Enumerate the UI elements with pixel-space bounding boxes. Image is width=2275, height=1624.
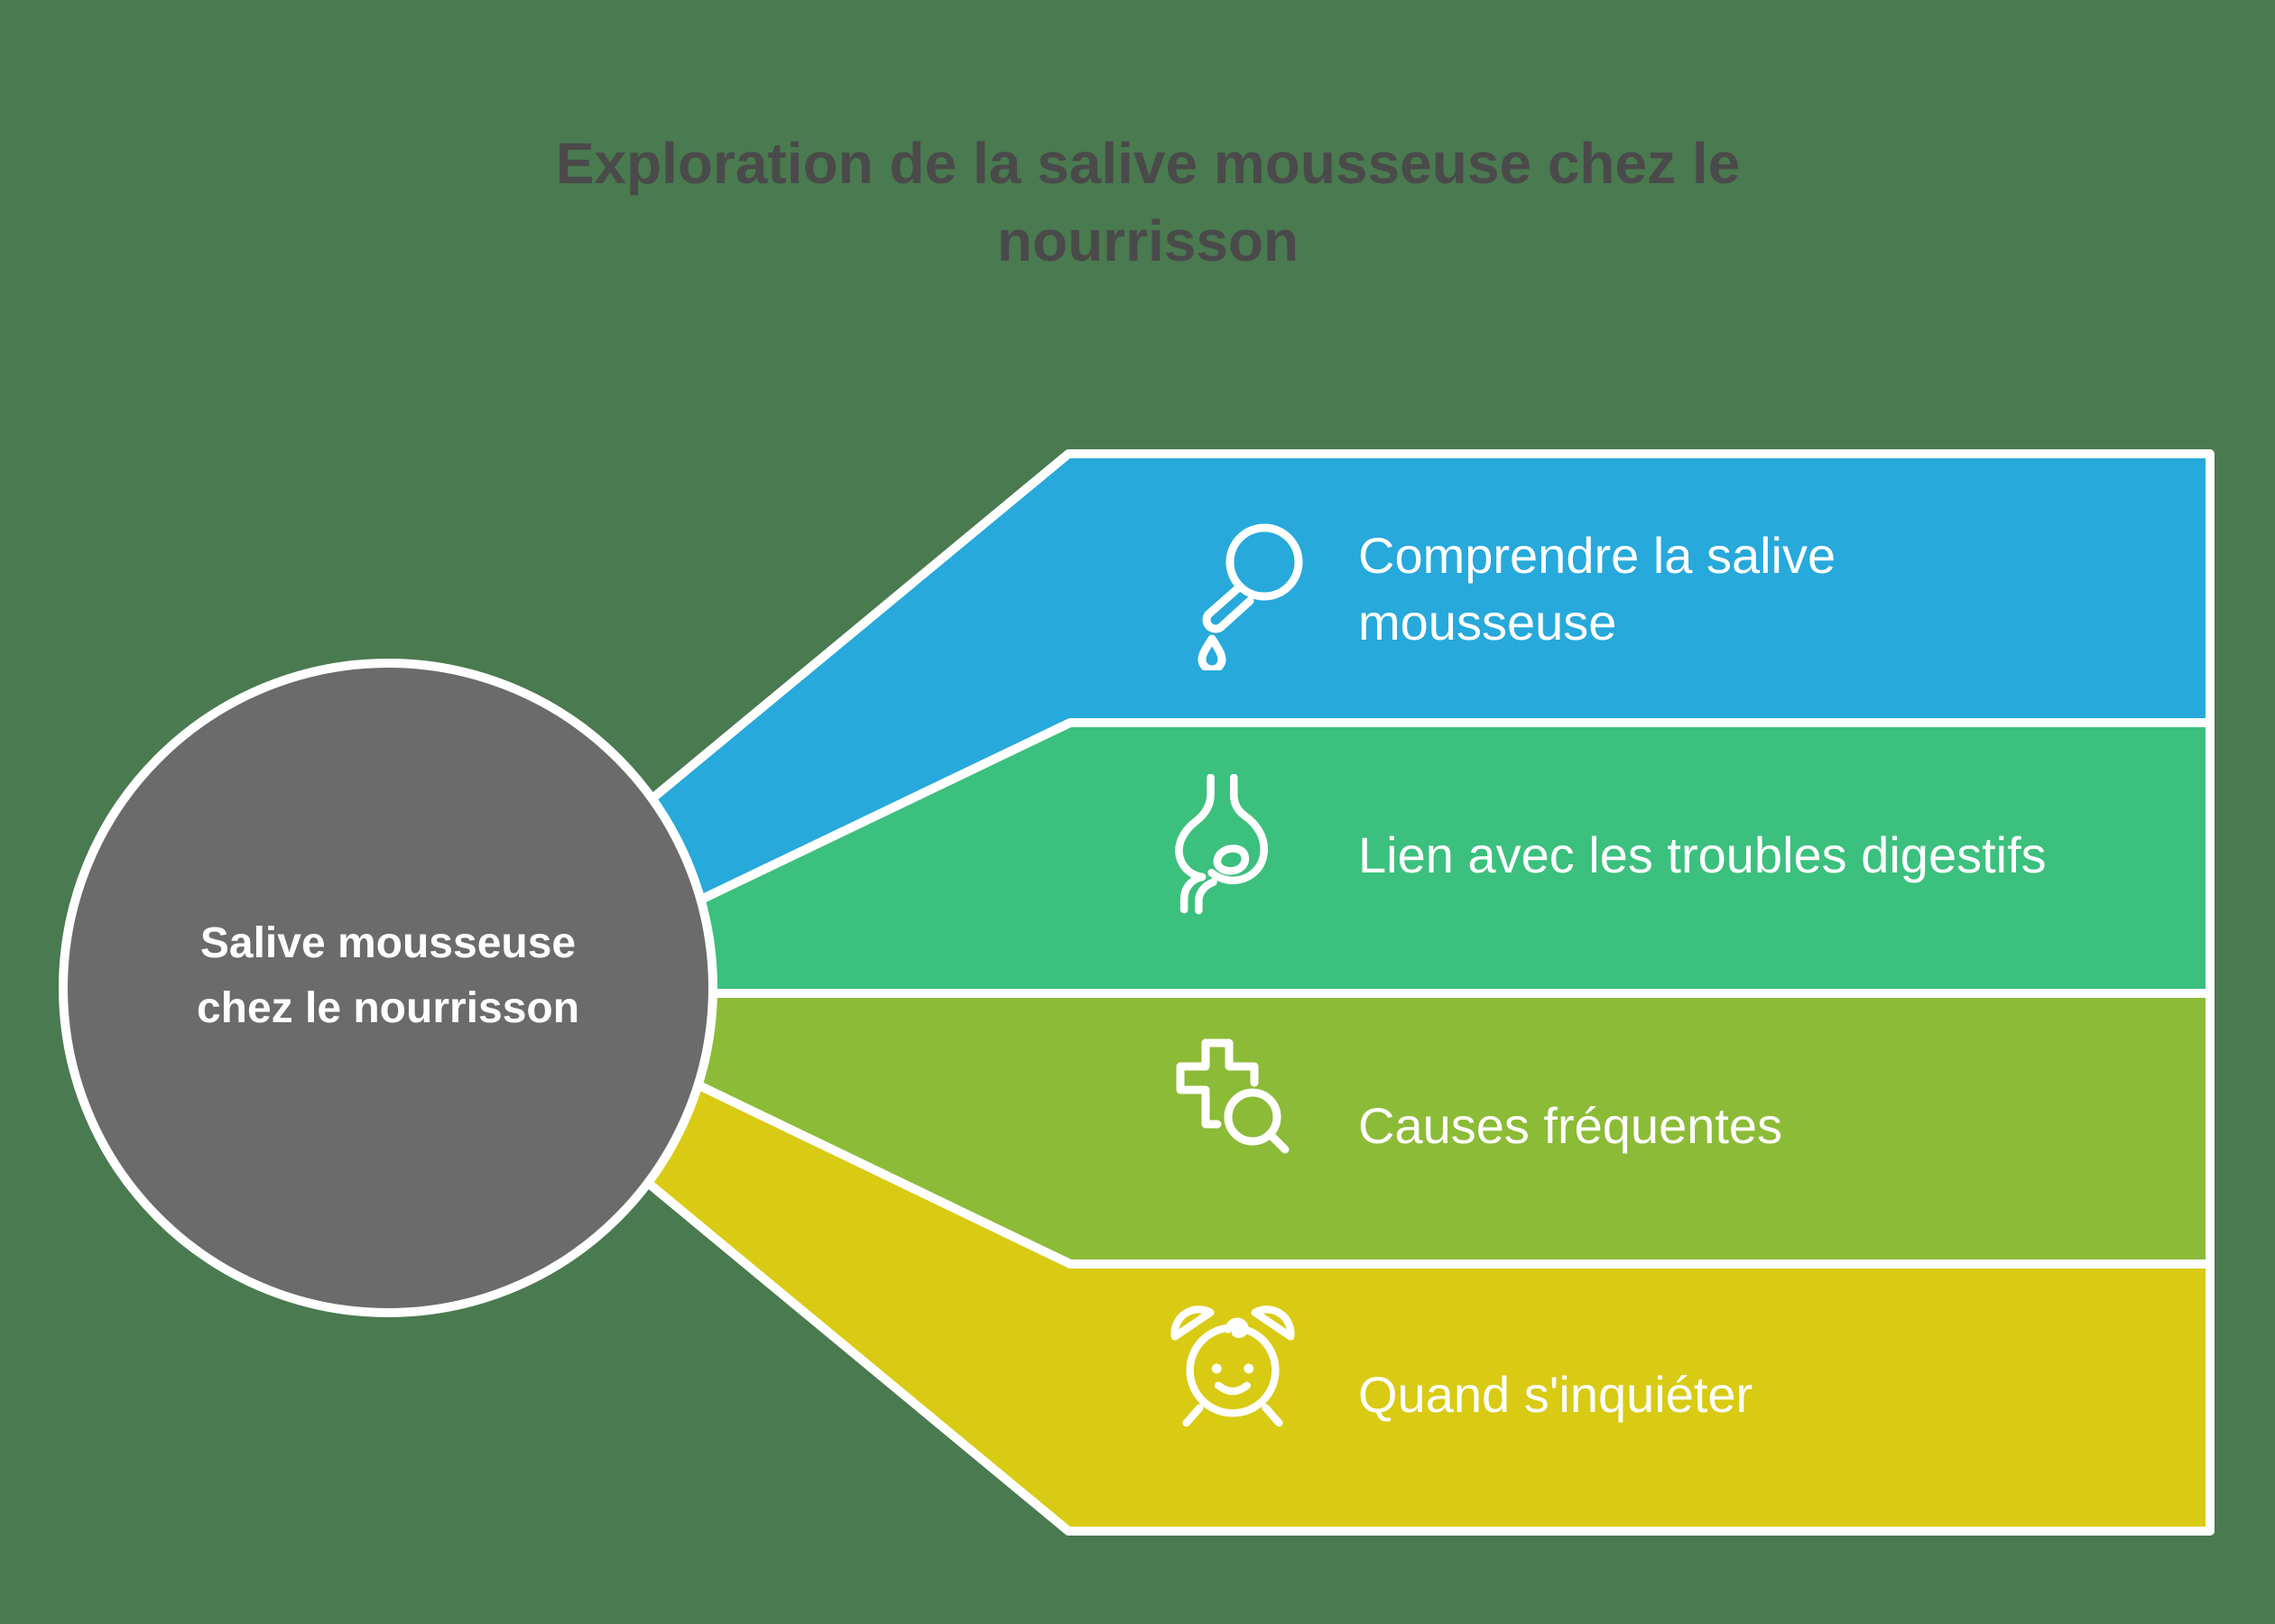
center-circle-label: Salive mousseuse chez le nourrisson bbox=[196, 919, 580, 1032]
band-1-label: Comprendre la salive mousseuse bbox=[1358, 527, 1836, 651]
band-4-label: Quand s'inquiéter bbox=[1358, 1366, 1753, 1424]
band-4-shape bbox=[291, 887, 2215, 1536]
alarm-clock-baby-icon bbox=[1166, 1296, 1299, 1429]
band-3-label: Causes fréquentes bbox=[1358, 1097, 1783, 1155]
band-2-label: Lien avec les troubles digestifs bbox=[1358, 826, 2047, 884]
stomach-icon bbox=[1170, 774, 1307, 917]
dropper-icon bbox=[1185, 519, 1306, 670]
page-title: Exploration de la salive mousseuse chez … bbox=[555, 131, 1741, 274]
center-circle bbox=[59, 659, 717, 1317]
medical-cross-search-icon bbox=[1170, 1038, 1301, 1169]
